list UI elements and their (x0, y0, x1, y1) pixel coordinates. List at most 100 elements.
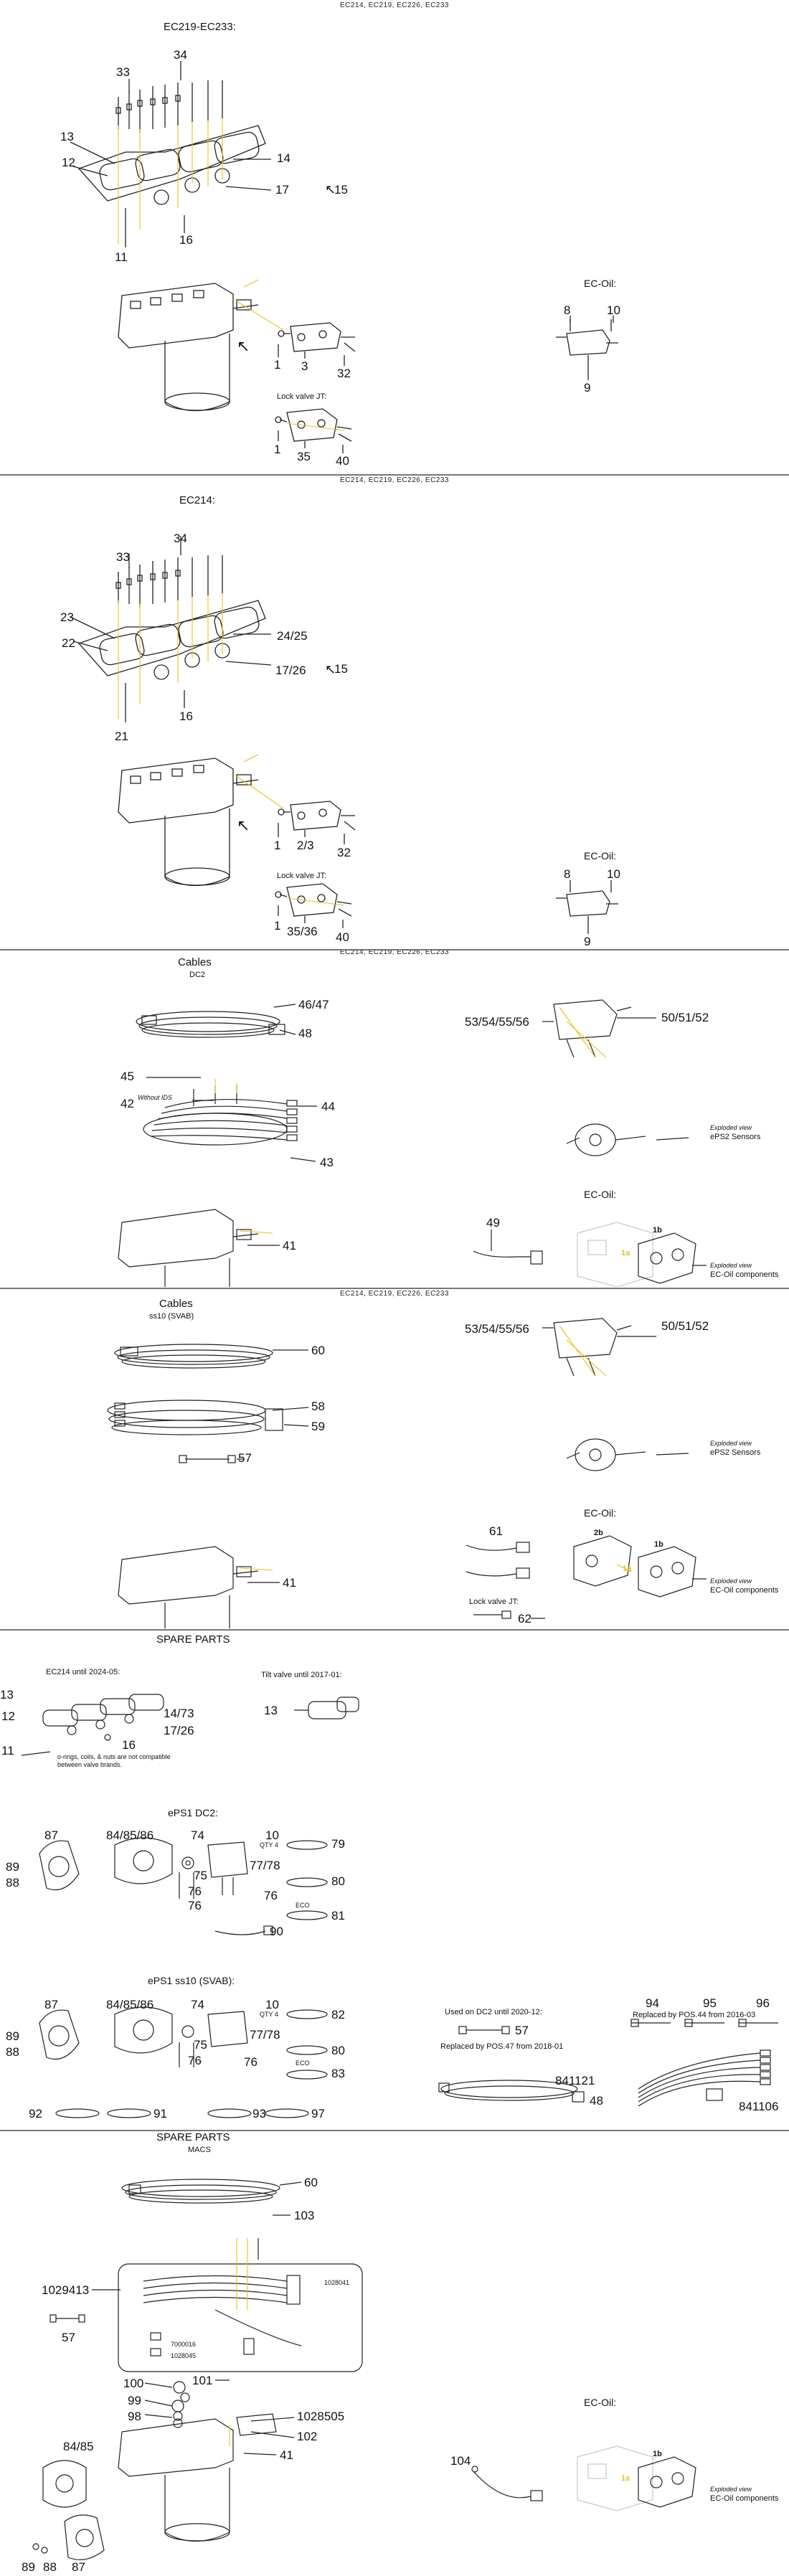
ec-oil-title: EC-Oil: (584, 2397, 617, 2408)
label-102: 102 (297, 2430, 318, 2443)
label-76c: 76 (264, 1889, 278, 1902)
label-8: 8 (564, 867, 571, 881)
yellow-leaders (118, 593, 345, 906)
ec-oil-cable-104 (471, 2466, 543, 2501)
ec-oil-title: EC-Oil: (584, 1507, 617, 1519)
label-89: 89 (22, 2560, 35, 2574)
panel-cables-ss10: EC214, EC219, EC226, EC233 Cables ss10 (… (0, 1288, 789, 1628)
label-60: 60 (311, 1344, 325, 1357)
panel-title: EC214: (179, 494, 216, 506)
part-2-3-block (278, 801, 356, 831)
manifold-assembly (118, 2381, 277, 2542)
label-1a: 1a (621, 2474, 630, 2483)
pointer-icon: ↖ (237, 816, 250, 834)
label-9: 9 (584, 935, 591, 948)
ec214-caption: EC214 until 2024-05: (46, 1668, 121, 1676)
panel-header: EC214, EC219, EC226, EC233 (340, 1, 449, 9)
panel-title: Cables (178, 956, 212, 968)
panel-subtitle: ss10 (SVAB) (149, 1312, 194, 1321)
label-92: 92 (29, 2107, 42, 2120)
label-1b: 1b (654, 1540, 663, 1549)
label-95: 95 (703, 1996, 717, 2010)
leader-lines (92, 2181, 302, 2455)
label-1028041: 1028041 (324, 2279, 350, 2286)
leader-lines (146, 1004, 632, 1246)
part-3-block (278, 322, 356, 352)
label-48: 48 (590, 2094, 603, 2108)
label-76: 76 (188, 1884, 202, 1898)
label-22: 22 (62, 636, 75, 650)
label-91: 91 (153, 2107, 167, 2120)
label-74: 74 (191, 1829, 204, 1842)
bracket-84-85 (42, 2460, 87, 2508)
label-99: 99 (128, 2394, 141, 2407)
label-13b: 13 (264, 1704, 278, 1717)
label-12: 12 (1, 1709, 15, 1723)
label-104: 104 (450, 2454, 471, 2468)
label-1: 1 (274, 358, 281, 372)
label-16: 16 (179, 709, 193, 723)
replaced-47-caption: Replaced by POS.47 from 2018-01 (440, 2042, 564, 2051)
eco-note: ECO (296, 1902, 310, 1909)
label-1b: 1 (274, 919, 281, 933)
ec-oil-components (638, 1232, 707, 1284)
label-35: 35 (297, 450, 311, 463)
connectors-94-96 (630, 2019, 778, 2027)
label-21: 21 (115, 730, 128, 743)
panel-title: SPARE PARTS (156, 1633, 230, 1646)
label-50-51-52: 50/51/52 (661, 1319, 709, 1333)
tilt-valve (294, 1697, 359, 1719)
qty-note: QTY 4 (260, 1841, 278, 1849)
solenoid-coils (77, 125, 266, 205)
ec-oil-cable (473, 1230, 543, 1265)
solenoid-coils (77, 600, 266, 680)
eps2-sensor (566, 1123, 689, 1156)
panel-title: EC219-EC233: (164, 21, 236, 33)
label-89: 89 (6, 2029, 19, 2043)
cables-diagram (118, 999, 707, 1287)
label-1a: 1a (621, 1249, 630, 1258)
panel-header: EC214, EC219, EC226, EC233 (340, 1290, 449, 1298)
label-35-36: 35/36 (287, 925, 318, 938)
label-10: 10 (607, 867, 620, 881)
label-41: 41 (280, 2448, 293, 2462)
manifold-assembly (118, 1546, 259, 1628)
label-43: 43 (320, 1156, 334, 1169)
compat-note: o-rings, coils, & nuts are not compatibl… (57, 1753, 171, 1769)
ec-oil-ghost-block (577, 2445, 653, 2511)
label-82: 82 (331, 2008, 345, 2021)
leader-lines (237, 1325, 632, 1619)
label-87: 87 (44, 1829, 58, 1842)
used-on-caption: Used on DC2 until 2020-12: (445, 2008, 542, 2016)
label-32: 32 (337, 367, 351, 380)
ec-oil-cables (466, 1542, 530, 1619)
panel-ec219-ec233: EC214, EC219, EC226, EC233 EC219-EC233: (0, 0, 789, 473)
label-77-78: 77/78 (250, 2028, 280, 2042)
tilt-valve-caption: Tilt valve until 2017-01: (261, 1671, 342, 1679)
spare-parts-diagram (21, 1694, 778, 2118)
lock-valve-title: Lock valve JT: (469, 1598, 519, 1606)
ec-oil-components-label: EC-Oil components (710, 2494, 779, 2503)
exploded-view-label: Exploded view (710, 1262, 752, 1269)
label-15: 15 (334, 662, 348, 676)
lock-valve-title: Lock valve JT: (277, 872, 327, 880)
label-1b: 1b (653, 2450, 662, 2458)
label-98: 98 (128, 2410, 141, 2423)
label-59: 59 (311, 1420, 325, 1433)
label-17-26: 17/26 (164, 1724, 194, 1737)
label-14: 14 (277, 151, 290, 165)
label-87: 87 (72, 2560, 85, 2574)
label-62: 62 (518, 1612, 531, 1626)
label-50-51-52: 50/51/52 (661, 1011, 709, 1024)
label-9: 9 (584, 381, 591, 395)
ec-oil-components-label: EC-Oil components (710, 1586, 779, 1595)
label-89: 89 (6, 1860, 19, 1874)
label-16: 16 (179, 233, 193, 247)
label-33: 33 (116, 65, 130, 79)
ec-oil-title: EC-Oil: (584, 278, 617, 289)
label-94: 94 (646, 1996, 659, 2010)
label-14-73: 14/73 (164, 1707, 194, 1720)
pointer-icon: ↖ (325, 182, 336, 197)
label-8: 8 (564, 303, 571, 317)
label-84-85: 84/85 (63, 2440, 94, 2453)
